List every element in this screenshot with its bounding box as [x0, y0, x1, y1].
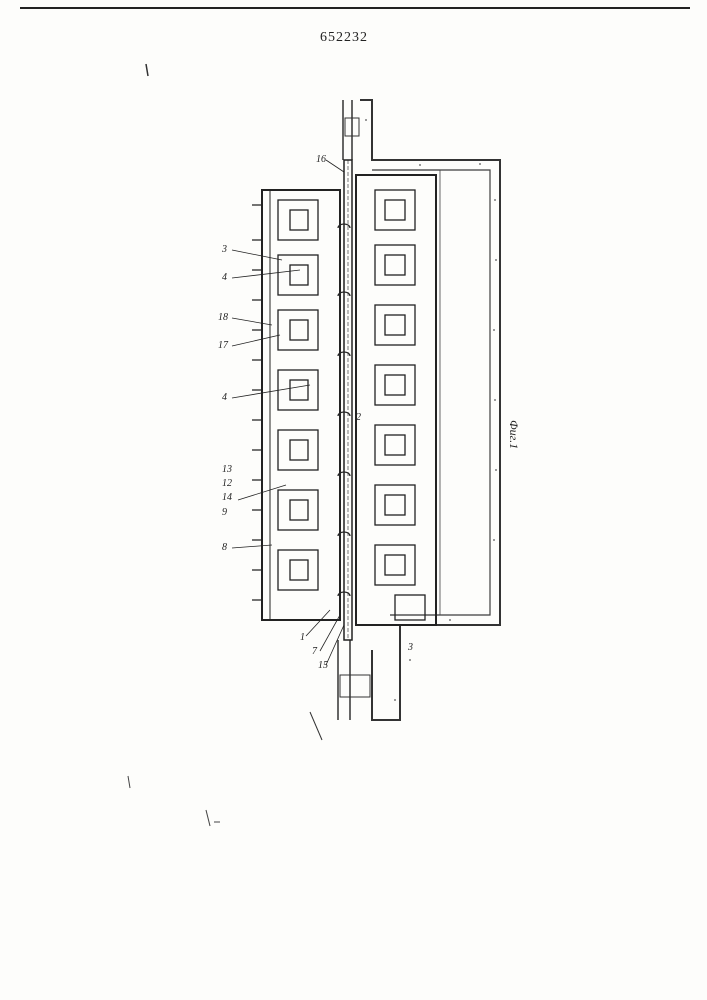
label-13: 13 [222, 464, 232, 475]
label-16: 16 [316, 154, 326, 165]
label-14: 14 [222, 492, 232, 503]
label-8: 8 [222, 542, 227, 553]
stray-marks [128, 776, 220, 826]
label-4-top: 4 [222, 272, 227, 283]
label-4-mid: 4 [222, 392, 227, 403]
figure-caption: Фиг.1 [507, 420, 521, 449]
label-17: 17 [218, 340, 229, 351]
label-3-bottom: 3 [407, 642, 413, 653]
label-3-top: 3 [221, 244, 227, 255]
right-frame [356, 175, 436, 625]
label-15: 15 [318, 660, 328, 671]
bottom-pipe [310, 640, 370, 740]
label-1: 1 [300, 632, 305, 643]
label-12: 12 [222, 478, 232, 489]
top-pipe [343, 100, 359, 160]
label-9: 9 [222, 507, 227, 518]
concrete-housing [360, 100, 500, 720]
leader-lines [232, 160, 344, 665]
left-frame [252, 190, 340, 620]
label-2: 2 [356, 412, 361, 423]
margin-mark [146, 64, 148, 76]
label-18: 18 [218, 312, 228, 323]
label-7: 7 [312, 646, 318, 657]
